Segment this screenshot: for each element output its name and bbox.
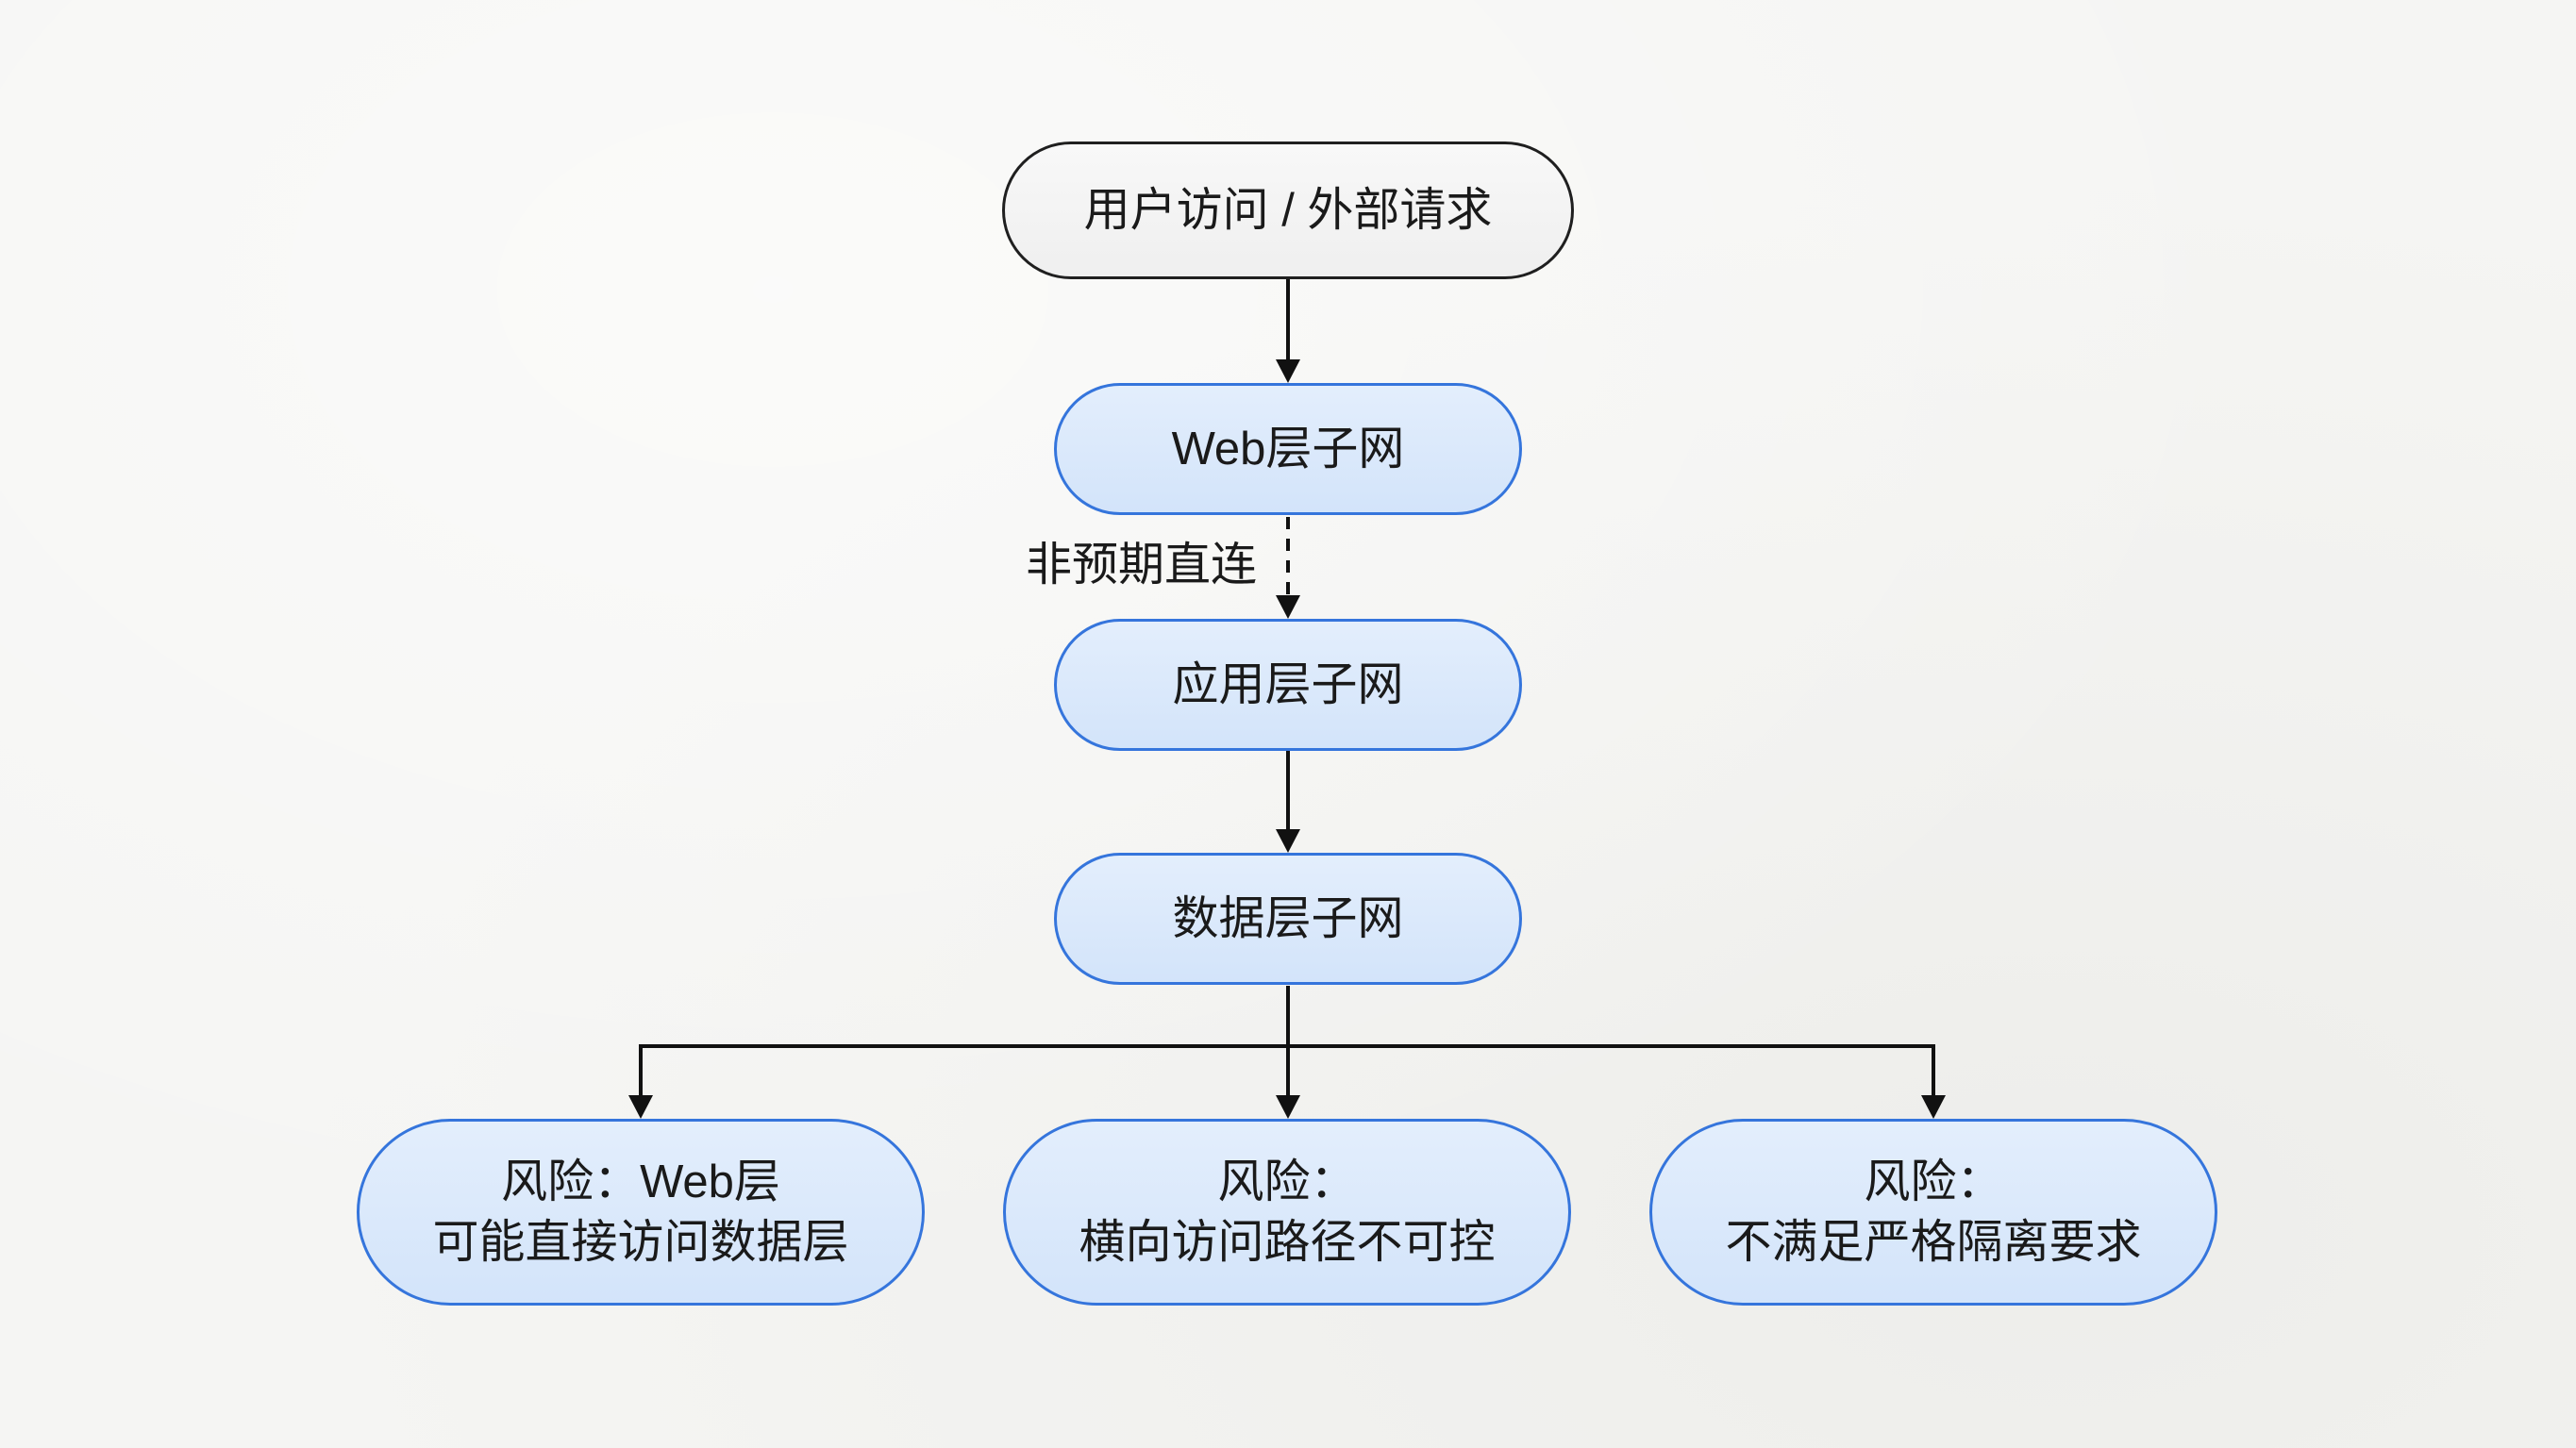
arrowhead-risk-left xyxy=(628,1095,653,1119)
app-subnet-label: 应用层子网 xyxy=(1172,659,1404,710)
risk-node-isolation-noncompliance: 风险： 不满足严格隔离要求 xyxy=(1649,1119,2217,1306)
arrowhead-web xyxy=(1276,359,1300,383)
data-subnet-node: 数据层子网 xyxy=(1054,853,1522,985)
source-node-label: 用户访问 / 外部请求 xyxy=(1083,185,1493,236)
arrowhead-app xyxy=(1276,595,1300,619)
app-subnet-node: 应用层子网 xyxy=(1054,619,1522,751)
unexpected-direct-edge-label: 非预期直连 xyxy=(1025,540,1257,591)
source-node: 用户访问 / 外部请求 xyxy=(1002,141,1574,279)
arrowhead-risk-right xyxy=(1921,1095,1946,1119)
arrowhead-data xyxy=(1276,829,1300,853)
risk-description: 不满足严格隔离要求 xyxy=(1725,1217,2142,1268)
risk-title: 风险：Web层 xyxy=(501,1157,780,1207)
risk-node-lateral-access: 风险： 横向访问路径不可控 xyxy=(1003,1119,1571,1306)
risk-description: 可能直接访问数据层 xyxy=(432,1217,849,1268)
data-subnet-label: 数据层子网 xyxy=(1172,893,1404,944)
risk-node-web-direct-access: 风险：Web层 可能直接访问数据层 xyxy=(357,1119,925,1306)
web-subnet-label: Web层子网 xyxy=(1171,424,1405,474)
web-subnet-node: Web层子网 xyxy=(1054,383,1522,515)
risk-title: 风险： xyxy=(1217,1157,1357,1207)
arrowhead-risk-middle xyxy=(1276,1095,1300,1119)
risk-description: 横向访问路径不可控 xyxy=(1079,1217,1496,1268)
risk-title: 风险： xyxy=(1864,1157,2003,1207)
